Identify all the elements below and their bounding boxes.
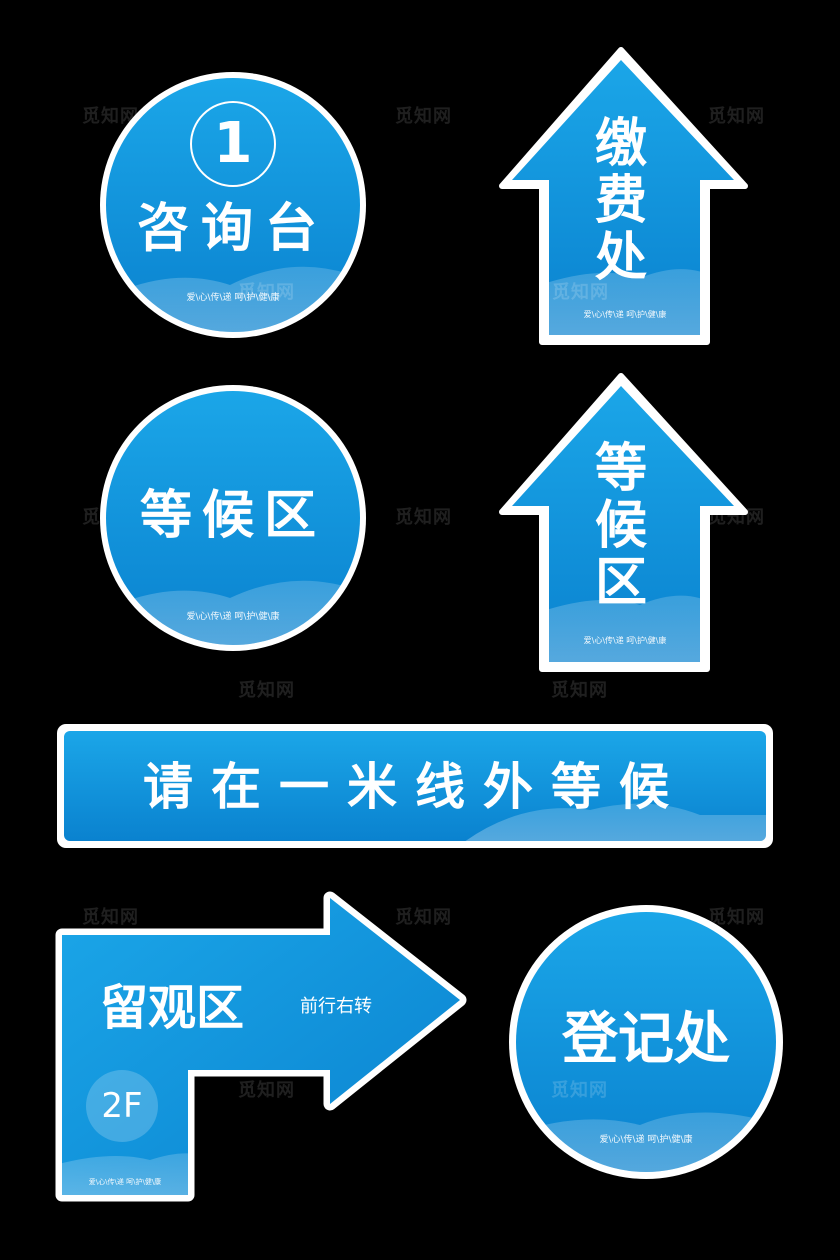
sign-banner: [57, 724, 773, 848]
slogan: 爱\心\传\递 呵\护\健\康: [583, 310, 667, 319]
slogan: 爱\心\传\递 呵\护\健\康: [88, 1178, 162, 1186]
payment-char-2: 费: [594, 171, 647, 231]
watermark: 觅知网: [708, 106, 765, 127]
waiting-arrow-char-2: 候: [594, 496, 647, 556]
consult-title: 咨询台: [136, 199, 329, 259]
register-title: 登记处: [562, 1007, 730, 1072]
watermark: 觅知网: [238, 1080, 295, 1101]
slogan: 爱\心\传\递 呵\护\健\康: [583, 636, 667, 645]
watermark: 觅知网: [238, 680, 295, 701]
consult-number: 1: [213, 111, 253, 176]
sign-payment-arrow: [499, 47, 748, 345]
watermark: 觅知网: [395, 106, 452, 127]
waiting-arrow-char-3: 区: [594, 553, 647, 613]
waiting-arrow-char-1: 等: [594, 439, 647, 499]
slogan: 爱\心\传\递 呵\护\健\康: [186, 612, 280, 622]
viewing-title: 留观区: [100, 980, 245, 1036]
watermark: 觅知网: [238, 282, 295, 303]
sign-waiting-circle: [100, 385, 366, 651]
watermark: 觅知网: [82, 907, 139, 928]
sign-waiting-arrow: [499, 373, 748, 672]
waiting-circle-title: 等候区: [139, 486, 326, 546]
payment-char-3: 处: [594, 228, 647, 288]
watermark: 觅知网: [551, 1080, 608, 1101]
viewing-floor: 2F: [101, 1086, 143, 1126]
watermark: 觅知网: [395, 907, 452, 928]
sign-viewing-arrow: [55, 891, 467, 1202]
watermark: 觅知网: [708, 907, 765, 928]
watermark: 觅知网: [395, 507, 452, 528]
slogan: 爱\心\传\递 呵\护\健\康: [186, 293, 280, 303]
slogan: 爱\心\传\递 呵\护\健\康: [599, 1135, 693, 1145]
watermark: 觅知网: [552, 282, 609, 303]
watermark: 觅知网: [551, 680, 608, 701]
watermark: 觅知网: [82, 106, 139, 127]
banner-text: 请在一米线外等候: [143, 758, 687, 816]
payment-char-1: 缴: [594, 114, 647, 174]
viewing-direction: 前行右转: [300, 996, 372, 1017]
